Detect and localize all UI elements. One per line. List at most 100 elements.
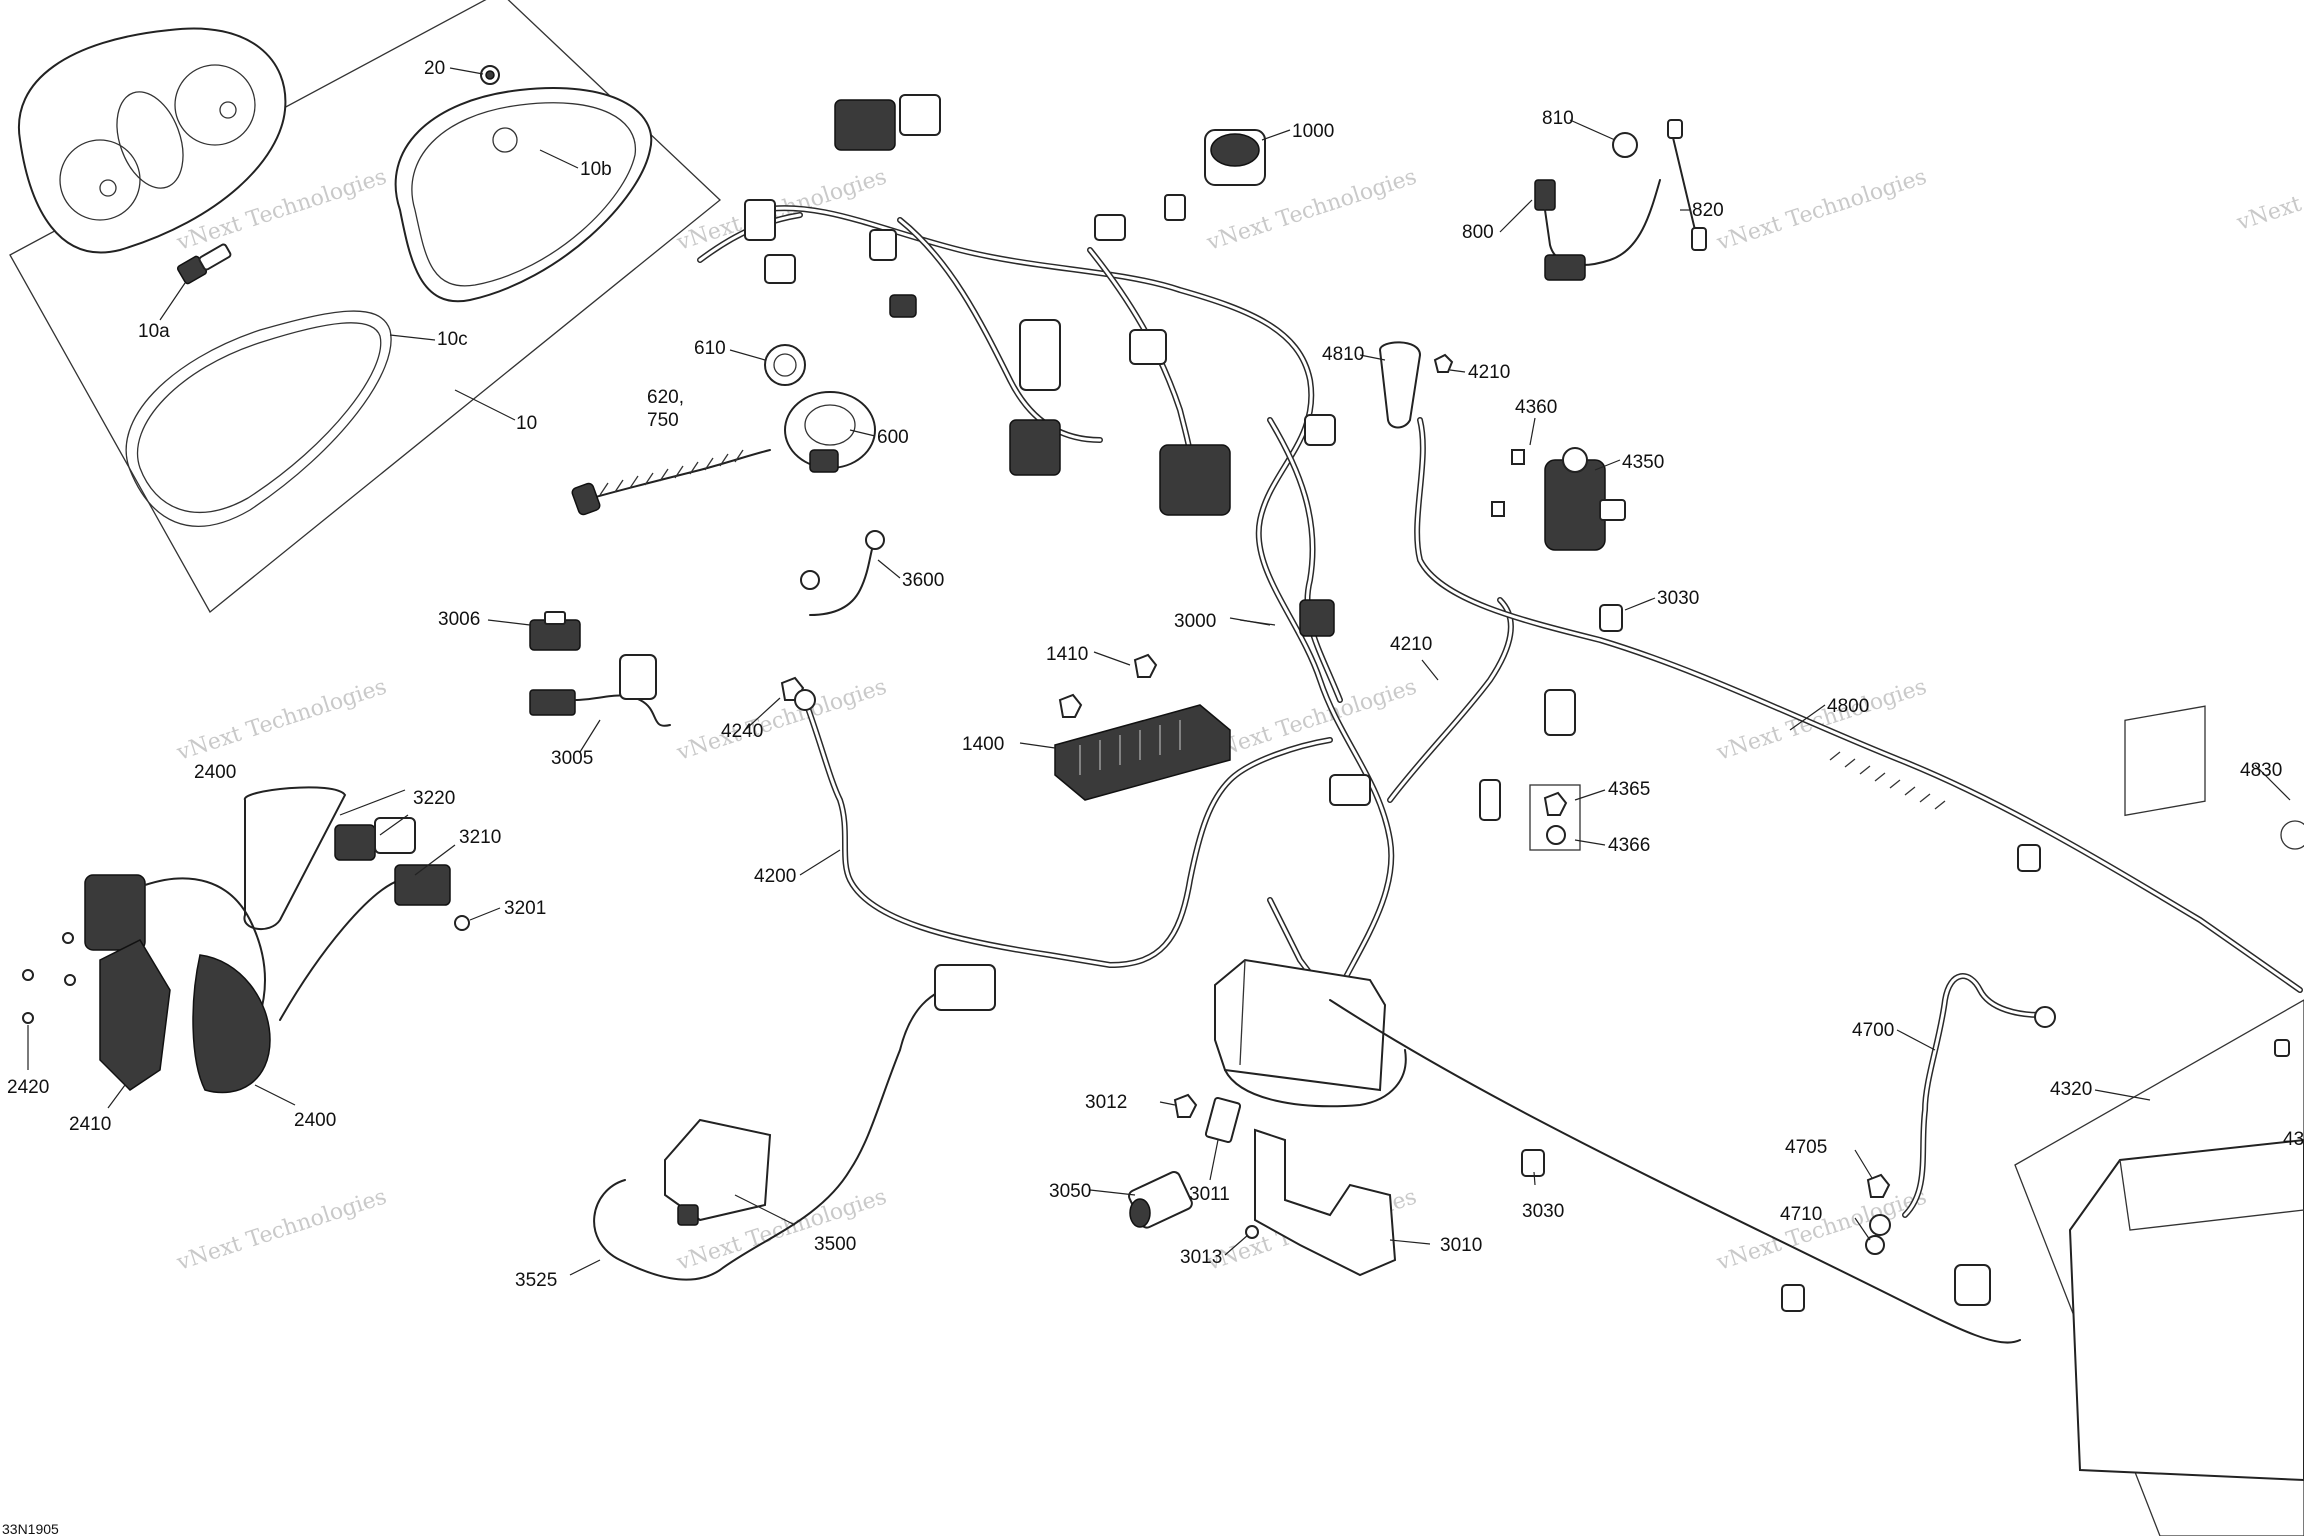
callout-4320: 4320: [2050, 1079, 2092, 1100]
callout-20: 20: [424, 58, 445, 79]
nut-icon: [1173, 1093, 1198, 1118]
battery-icon: [2014, 705, 2304, 1536]
lock-washer-icon: [1865, 1235, 1885, 1255]
connector-icon: [619, 654, 657, 700]
watermark-text: vNext Technologies: [2233, 144, 2304, 236]
terminal-boot-icon: [1378, 341, 1422, 429]
callout-1000: 1000: [1292, 121, 1334, 142]
watermark-text: vNext Technologies: [673, 674, 890, 766]
callout-4700: 4700: [1852, 1020, 1894, 1041]
callout-2400-top: 2400: [194, 762, 236, 783]
watermark-text: vNext Technologies: [1713, 164, 1930, 256]
bracket-clip-icon: [1204, 1096, 1242, 1144]
callout-3050: 3050: [1049, 1181, 1091, 1202]
connector-icon: [374, 817, 416, 854]
nut-icon: [1058, 693, 1083, 718]
callout-2420: 2420: [7, 1077, 49, 1098]
bolt-icon: [2274, 1039, 2290, 1057]
callout-4200: 4200: [754, 866, 796, 887]
callout-3006: 3006: [438, 609, 480, 630]
connector-icon: [394, 864, 451, 906]
callout-3500: 3500: [814, 1234, 856, 1255]
connector-icon: [744, 199, 776, 241]
connector-icon: [334, 824, 376, 861]
battery-cable-4800: [1414, 417, 2303, 993]
bolt-icon: [1491, 501, 1505, 517]
callout-4210-top: 4210: [1468, 362, 1510, 383]
ring-nut-icon: [764, 344, 806, 386]
callout-4365: 4365: [1608, 779, 1650, 800]
connector-icon: [1544, 689, 1576, 736]
connector-icon: [1129, 329, 1167, 365]
connector-icon: [1954, 1264, 1991, 1306]
coiled-lanyard-icon: [571, 449, 771, 516]
sensor-tip-icon: [1667, 119, 1683, 139]
callout-750: 750: [647, 410, 679, 431]
callout-2410: 2410: [69, 1114, 111, 1135]
nut-washer-group: [1529, 784, 1581, 851]
grip-heater-tube-icon: [243, 786, 347, 931]
watermark-text: vNext Technologies: [173, 674, 390, 766]
connector-icon: [1164, 194, 1186, 221]
callout-820: 820: [1692, 200, 1724, 221]
sensor-tip-icon: [1691, 227, 1707, 251]
callout-3005: 3005: [551, 748, 593, 769]
callout-10c: 10c: [437, 329, 468, 350]
connector-icon: [1094, 214, 1126, 241]
switch-cover-icon: [99, 939, 171, 1091]
switch-housing-icon: [192, 954, 271, 1094]
callout-3000: 3000: [1174, 611, 1216, 632]
watermark-text: vNext Technologies: [1203, 674, 1420, 766]
callout-4710: 4710: [1780, 1204, 1822, 1225]
callout-2400-bottom: 2400: [294, 1110, 336, 1131]
relay-3050-icon: [1128, 1171, 1193, 1229]
module-3500: [593, 964, 996, 1281]
grommet-icon: [1612, 132, 1638, 158]
key-switch-icon: [784, 391, 876, 473]
voltage-regulator-icon: [1054, 704, 1231, 801]
screw-head-icon: [485, 70, 495, 80]
callout-4350: 4350: [1622, 452, 1664, 473]
callout-4240: 4240: [721, 721, 763, 742]
ground-cable-4200: [794, 689, 1333, 968]
switch-wire-icon: [574, 694, 671, 727]
nut-icon: [1543, 791, 1568, 816]
cluster-group-frame: [9, 0, 721, 613]
callout-3012: 3012: [1085, 1092, 1127, 1113]
sensor-group: [1534, 119, 1707, 281]
lock-washer-icon: [1546, 825, 1566, 845]
screw-icon: [22, 1012, 34, 1024]
callout-3525: 3525: [515, 1270, 557, 1291]
fuse-box-icon: [1214, 958, 1407, 1108]
connector-icon: [1159, 444, 1231, 516]
bolt-icon: [1511, 449, 1525, 465]
connector-icon: [869, 229, 897, 261]
bracket-icon: [1254, 1128, 1397, 1277]
callout-3201: 3201: [504, 898, 546, 919]
connector-icon: [677, 1204, 699, 1226]
callout-600: 600: [877, 427, 909, 448]
watermark-text: vNext Technologies: [1713, 1184, 1930, 1276]
sleeve-icon: [1829, 751, 1946, 810]
ground-cable-4700: [1869, 973, 2056, 1236]
grommet-icon: [2280, 820, 2304, 850]
callout-3210: 3210: [459, 827, 501, 848]
callout-800: 800: [1462, 222, 1494, 243]
callout-3600: 3600: [902, 570, 944, 591]
main-harness: [697, 205, 1514, 1013]
callout-3220: 3220: [413, 788, 455, 809]
callout-4810: 4810: [1322, 344, 1364, 365]
connector-icon: [1019, 319, 1061, 391]
bulb-socket-icon: [176, 243, 232, 285]
screw-icon: [22, 969, 34, 981]
power-socket-icon: [1204, 129, 1266, 186]
connector-icon: [1299, 599, 1335, 637]
callout-3011: 3011: [1189, 1184, 1230, 1205]
nut-icon: [1866, 1173, 1891, 1198]
battery-lead-icon: [1329, 999, 2021, 1344]
connector-icon: [764, 254, 796, 284]
switch-wire-icon: [279, 879, 401, 1021]
callout-10: 10: [516, 413, 537, 434]
module-icon: [664, 1118, 772, 1222]
